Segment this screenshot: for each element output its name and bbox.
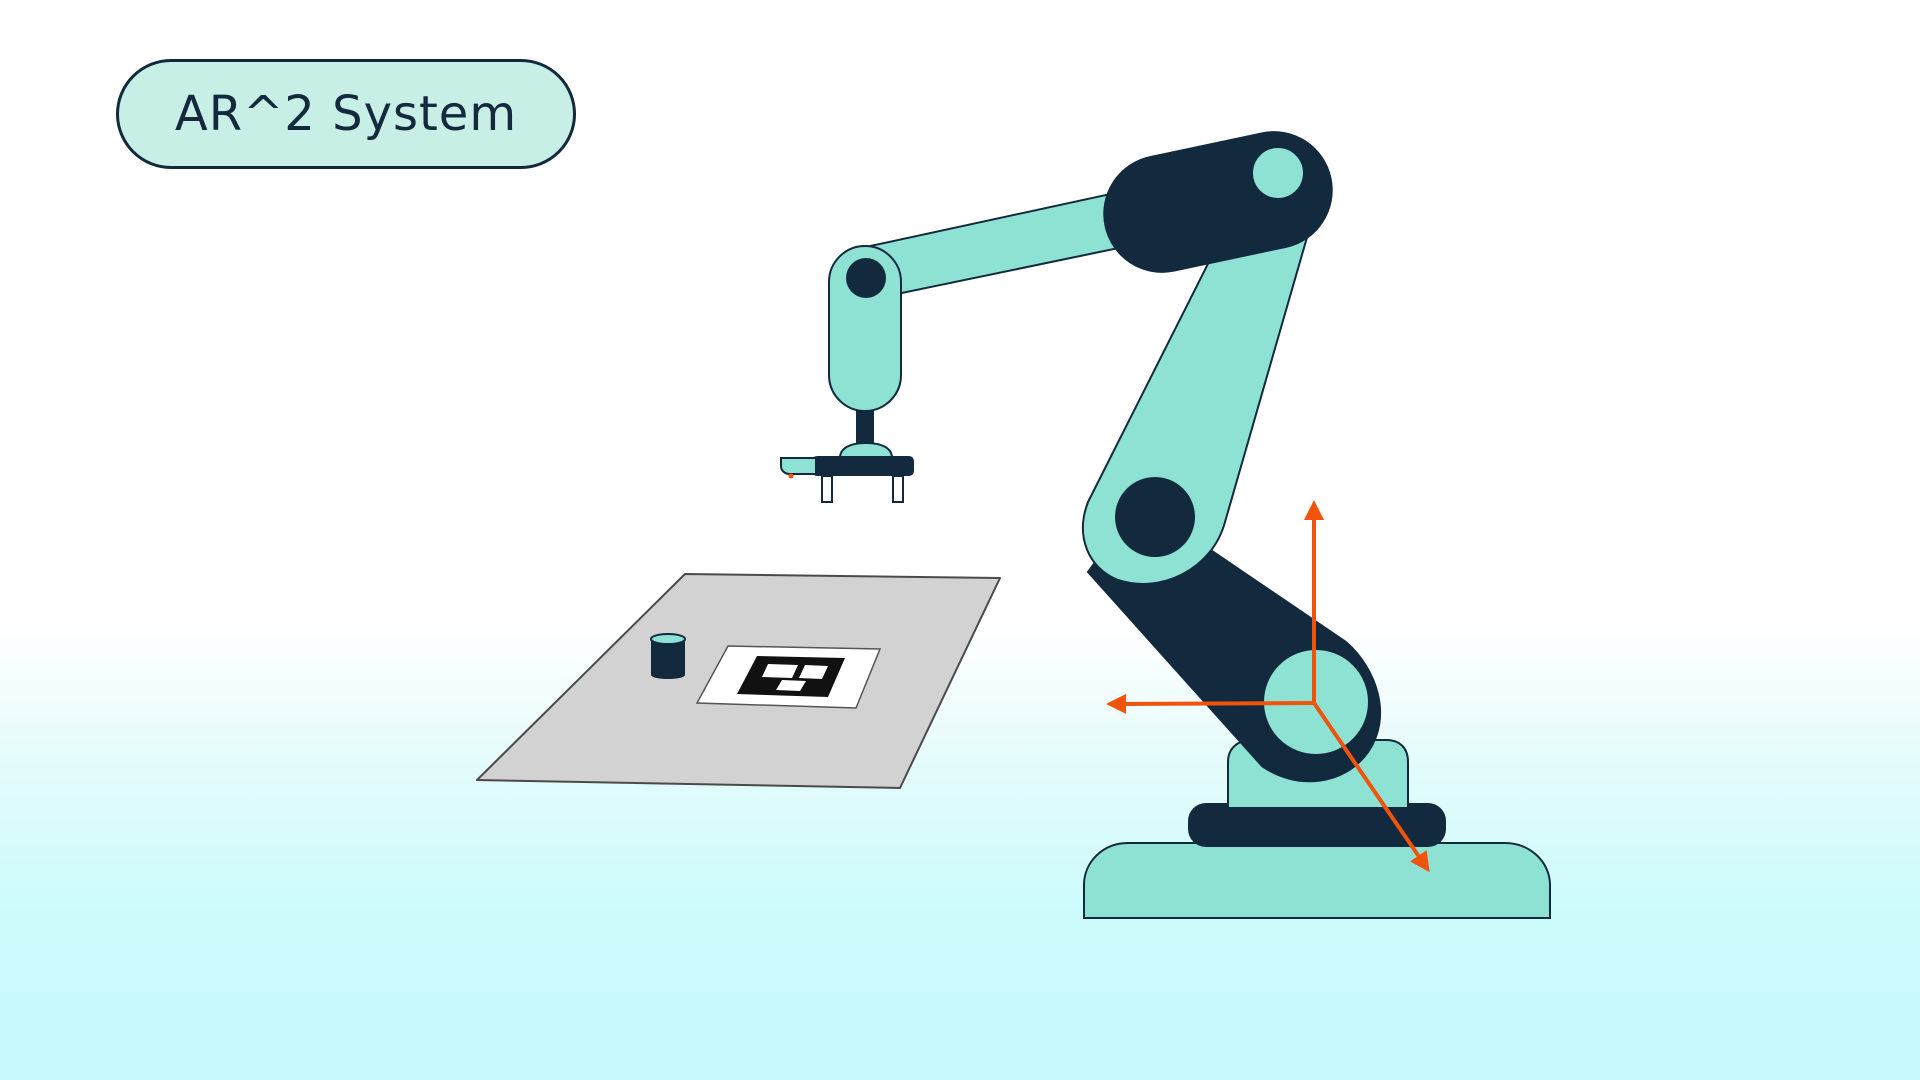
title-label: AR^2 System bbox=[174, 86, 518, 142]
gripper-camera bbox=[780, 457, 817, 475]
gripper bbox=[780, 410, 914, 503]
shoulder-joint bbox=[1115, 477, 1195, 557]
base-coordinate-frame bbox=[1106, 500, 1430, 873]
title-badge: AR^2 System bbox=[116, 59, 576, 169]
axis-x-arrow bbox=[1312, 701, 1430, 873]
base-collar bbox=[1188, 803, 1446, 847]
fiducial-marker bbox=[695, 645, 882, 709]
elbow-housing bbox=[1103, 131, 1333, 273]
cylinder-object bbox=[650, 633, 686, 679]
axis-y-arrow bbox=[1106, 693, 1315, 714]
elbow-joint bbox=[1251, 146, 1305, 200]
robot-base bbox=[1083, 842, 1551, 919]
wrist-joint bbox=[846, 258, 886, 298]
robot-arm bbox=[780, 131, 1551, 919]
